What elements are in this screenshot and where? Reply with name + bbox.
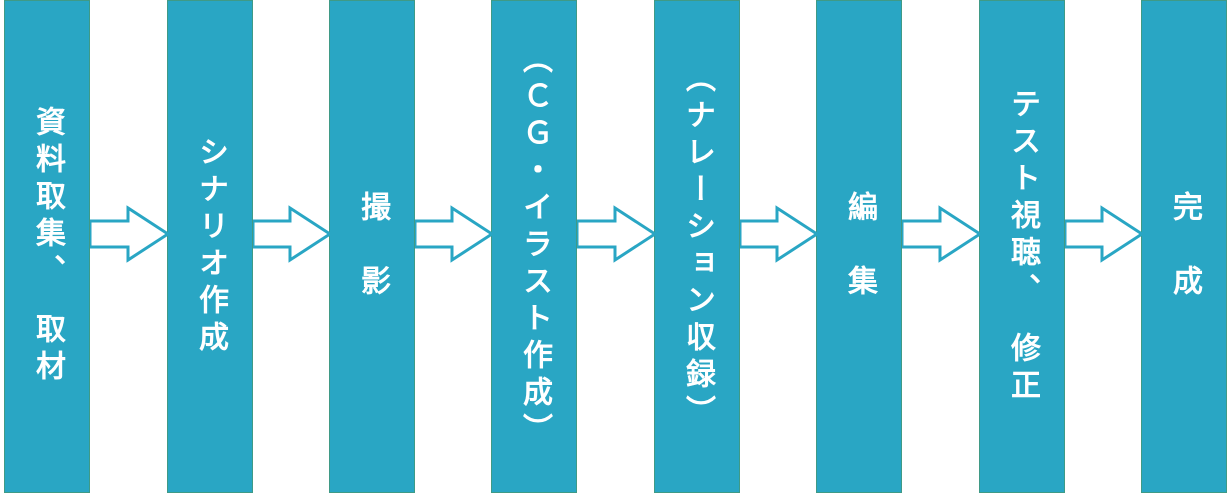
right-arrow-icon <box>253 205 330 263</box>
step-label: （ＣＧ・イラスト作成） <box>517 43 552 450</box>
step-shooting: 撮 影 <box>329 0 415 493</box>
step-label: 撮 影 <box>355 191 390 302</box>
step-research: 資料取集、 取材 <box>4 0 90 493</box>
step-scenario: シナリオ作成 <box>167 0 253 493</box>
step-label: 資料取集、 取材 <box>30 106 65 387</box>
right-arrow-icon <box>740 205 817 263</box>
right-arrow-icon <box>1065 205 1142 263</box>
right-arrow-icon <box>902 205 980 263</box>
step-test-review: テスト視聴、 修正 <box>979 0 1065 493</box>
step-editing: 編 集 <box>816 0 902 493</box>
right-arrow-icon <box>415 205 492 263</box>
right-arrow-icon <box>577 205 655 263</box>
step-label: テスト視聴、 修正 <box>1005 87 1040 406</box>
step-complete: 完 成 <box>1141 0 1227 493</box>
step-cg-illustration: （ＣＧ・イラスト作成） <box>491 0 577 493</box>
step-narration: （ナレーション収録） <box>654 0 740 493</box>
step-label: シナリオ作成 <box>193 135 228 358</box>
step-label: （ナレーション収録） <box>680 61 715 432</box>
right-arrow-icon <box>90 205 168 263</box>
step-label: 編 集 <box>842 191 877 302</box>
step-label: 完 成 <box>1167 191 1202 302</box>
